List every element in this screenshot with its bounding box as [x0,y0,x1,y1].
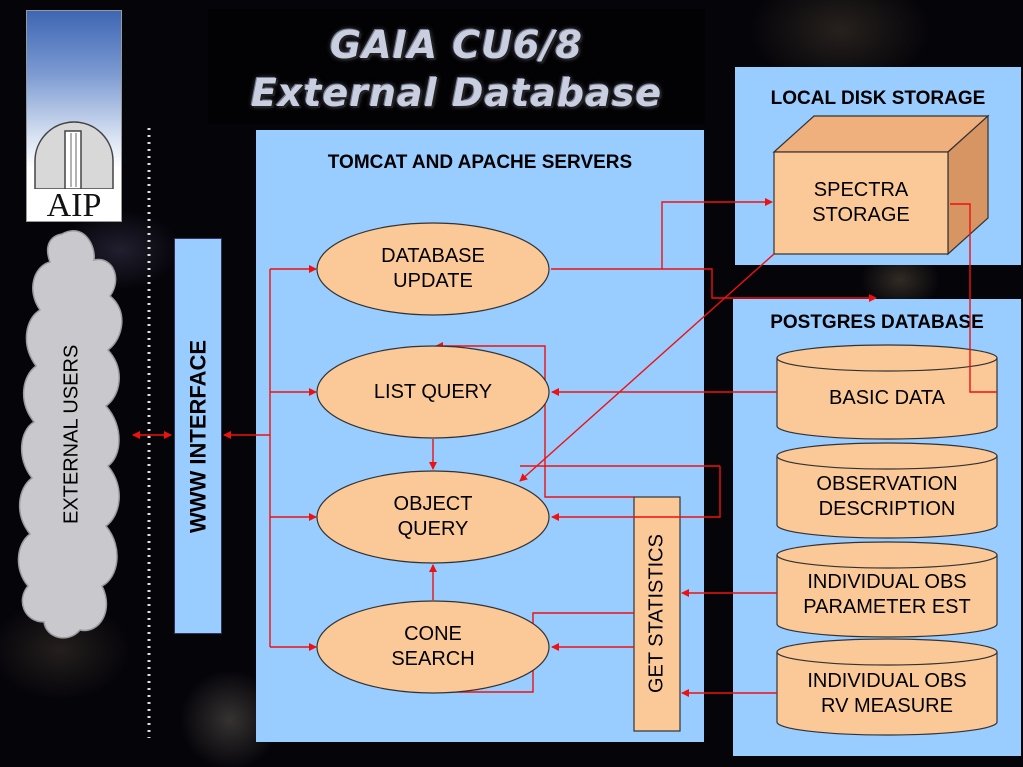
postgres-panel-title: POSTGRES DATABASE [770,312,984,333]
table-basic-data: BASIC DATA [829,386,945,409]
node-list-query: LIST QUERY [373,380,493,403]
node-cone-search: CONE SEARCH [391,623,475,670]
observatory-dome-icon [27,121,121,221]
title-line-2: External Database [250,71,663,115]
title-banner: GAIA CU6/8 External Database [208,9,705,124]
edge-obsdesc-to-object [551,466,721,521]
spectra-storage-box [772,114,990,256]
title-line-1: GAIA CU6/8 [330,23,583,67]
get-statistics-box [633,496,681,732]
ellipse-cone-search [316,600,550,694]
table-observation-description: OBSERVATION DESCRIPTION [816,473,958,520]
edge-spectra-to-basic [950,203,997,393]
table-individual-obs-rv: INDIVIDUAL OBS RV MEASURE [807,670,967,717]
local-disk-panel-title: LOCAL DISK STORAGE [770,88,986,109]
table-individual-obs-param: INDIVIDUAL OBS PARAMETER EST [803,571,971,618]
node-database-update: DATABASE UPDATE [381,245,485,292]
cylinder-basic-data [776,344,998,440]
external-users-cloud: EXTERNAL USERS [14,226,130,642]
tomcat-panel-title: TOMCAT AND APACHE SERVERS [327,152,633,173]
cylinder-individual-obs-rv [776,638,998,736]
node-get-statistics: GET STATISTICS [645,534,668,694]
ellipse-object-query [316,470,550,564]
logo-text: AIP [46,187,102,224]
edge-stats-to-list [435,342,634,498]
node-object-query: OBJECT QUERY [393,493,473,540]
node-spectra-storage: SPECTRA STORAGE [812,179,910,226]
cylinder-observation-description [776,442,998,539]
cloud-shape [17,230,123,639]
edge-spectra-to-object [519,253,775,482]
aip-logo: AIP [26,10,122,224]
www-interface-bar: WWW INTERFACE [174,238,222,634]
edge-update-to-postgres [662,268,877,302]
ellipse-list-query [316,345,550,439]
edge-update-to-spectra [551,198,773,270]
ellipse-database-update [316,222,550,316]
cylinder-individual-obs-param [776,541,998,638]
